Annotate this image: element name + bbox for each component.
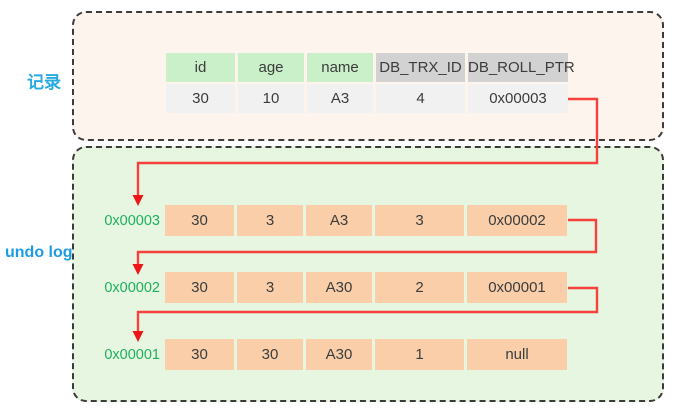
undo-row-1-age: 3 — [237, 205, 303, 236]
undo-log-row-1: 0x00003 30 3 A3 3 0x00002 — [90, 205, 567, 236]
undo-row-2-id: 30 — [165, 272, 234, 303]
undo-row-3-id: 30 — [165, 339, 234, 370]
record-value-db-roll-ptr: 0x00003 — [468, 84, 568, 113]
undo-log-label: undo log — [5, 244, 73, 261]
record-header-db-trx-id: DB_TRX_ID — [376, 53, 465, 82]
undo-pointer-label-3: 0x00001 — [104, 346, 160, 363]
undo-row-2-roll-ptr: 0x00001 — [467, 272, 567, 303]
undo-row-1-trx-id: 3 — [375, 205, 464, 236]
record-label: 记录 — [27, 73, 61, 92]
undo-row-1-id: 30 — [165, 205, 234, 236]
undo-row-1-name: A3 — [306, 205, 372, 236]
undo-row-1-cells: 30 3 A3 3 0x00002 — [165, 205, 567, 236]
undo-row-2-name: A30 — [306, 272, 372, 303]
undo-row-2-cells: 30 3 A30 2 0x00001 — [165, 272, 567, 303]
undo-row-3-name: A30 — [306, 339, 372, 370]
record-table: id age name DB_TRX_ID DB_ROLL_PTR 30 10 … — [166, 53, 575, 115]
record-value-name: A3 — [307, 84, 373, 113]
record-value-id: 30 — [166, 84, 235, 113]
undo-row-3-age: 30 — [237, 339, 303, 370]
record-value-db-trx-id: 4 — [376, 84, 465, 113]
undo-row-1-roll-ptr: 0x00002 — [467, 205, 567, 236]
undo-log-row-2: 0x00002 30 3 A30 2 0x00001 — [90, 272, 567, 303]
undo-row-3-trx-id: 1 — [375, 339, 464, 370]
record-value-age: 10 — [238, 84, 304, 113]
undo-row-3-roll-ptr: null — [467, 339, 567, 370]
undo-row-3-cells: 30 30 A30 1 null — [165, 339, 567, 370]
record-header-db-roll-ptr: DB_ROLL_PTR — [468, 53, 575, 82]
record-header-name: name — [307, 53, 373, 82]
undo-log-row-3: 0x00001 30 30 A30 1 null — [90, 339, 567, 370]
undo-pointer-label-1: 0x00003 — [104, 212, 160, 229]
record-header-age: age — [238, 53, 304, 82]
undo-pointer-label-2: 0x00002 — [104, 279, 160, 296]
record-value-row: 30 10 A3 4 0x00003 — [166, 84, 568, 113]
record-header-row: id age name DB_TRX_ID DB_ROLL_PTR — [166, 53, 575, 82]
undo-row-2-age: 3 — [237, 272, 303, 303]
undo-row-2-trx-id: 2 — [375, 272, 464, 303]
record-header-id: id — [166, 53, 235, 82]
